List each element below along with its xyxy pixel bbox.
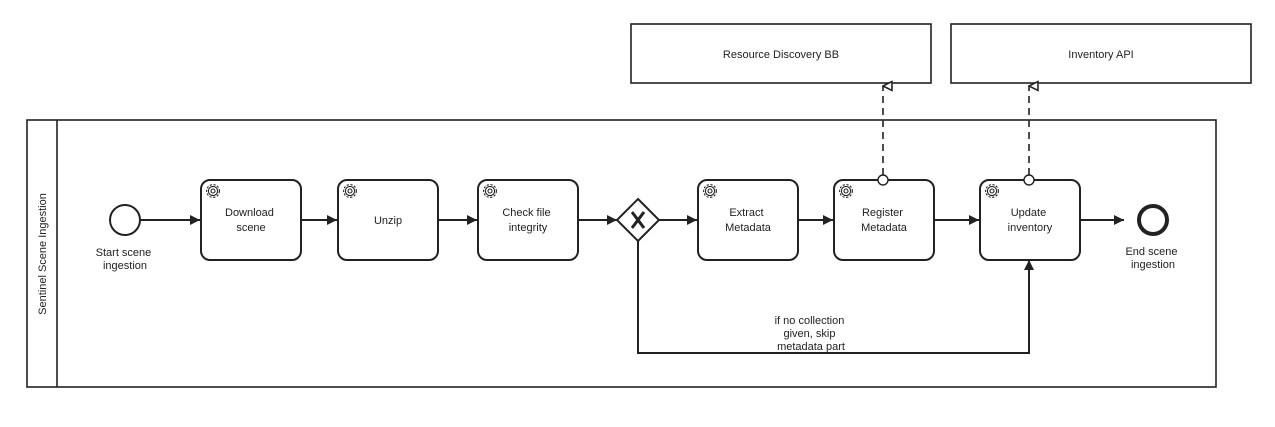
task-check-file-integrity[interactable]: Check file integrity xyxy=(477,179,579,261)
gear-icon xyxy=(483,184,497,198)
task-label: Update inventory xyxy=(1008,207,1053,234)
external-system-inventory-api[interactable]: Inventory API xyxy=(950,23,1252,84)
end-event-label: End scene ingestion xyxy=(1125,246,1180,271)
task-register-metadata[interactable]: Register Metadata xyxy=(833,174,935,261)
task-label: Check file integrity xyxy=(502,207,553,234)
task-extract-metadata[interactable]: Extract Metadata xyxy=(697,179,799,261)
flow-gateway-skip-to-update[interactable] xyxy=(637,241,1034,354)
task-label: Unzip xyxy=(374,215,402,227)
conditional-flow-label: if no collection given, skip metadata pa… xyxy=(775,315,848,353)
task-label: Download scene xyxy=(225,207,277,234)
exclusive-gateway[interactable] xyxy=(615,197,661,243)
pool-label: Sentinel Scene Ingestion xyxy=(37,193,49,315)
gear-icon xyxy=(985,184,999,198)
task-update-inventory[interactable]: Update inventory xyxy=(979,174,1081,261)
gear-icon xyxy=(703,184,717,198)
gear-icon xyxy=(206,184,220,198)
task-download-scene[interactable]: Download scene xyxy=(200,179,302,261)
association-port xyxy=(877,174,889,186)
task-label: Register Metadata xyxy=(861,207,908,234)
external-system-resource-discovery[interactable]: Resource Discovery BB xyxy=(630,23,932,84)
gear-icon xyxy=(343,184,357,198)
start-event[interactable] xyxy=(109,204,141,236)
task-label: Extract Metadata xyxy=(725,207,772,234)
sequence-flows xyxy=(140,215,1124,354)
external-system-label: Inventory API xyxy=(1068,49,1133,61)
association-port xyxy=(1023,174,1035,186)
start-event-label: Start scene ingestion xyxy=(96,247,155,272)
gear-icon xyxy=(839,184,853,198)
end-event[interactable] xyxy=(1137,204,1169,236)
task-unzip[interactable]: Unzip xyxy=(337,179,439,261)
x-mark-icon xyxy=(630,211,646,229)
external-system-label: Resource Discovery BB xyxy=(723,49,839,61)
